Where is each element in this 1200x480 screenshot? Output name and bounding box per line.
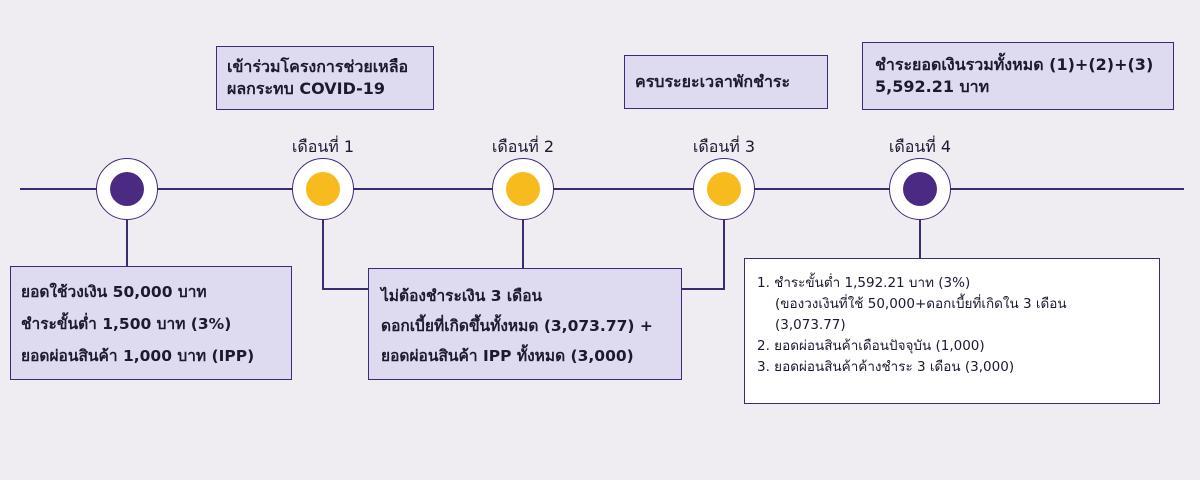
payment-breakdown-box: 1. ชำระขั้นต่ำ 1,592.21 บาท (3%) (ของวงเ… (744, 258, 1160, 404)
connector-node0-left-box (126, 220, 128, 266)
connector-node2-middle-box (522, 220, 524, 268)
join-program-box: เข้าร่วมโครงการช่วยเหลือ ผลกระทบ COVID-1… (216, 46, 434, 110)
yellow-dot-icon (506, 172, 540, 206)
grace-period-box: ไม่ต้องชำระเงิน 3 เดือน ดอกเบี้ยที่เกิดข… (368, 268, 682, 380)
join-program-line-1: เข้าร่วมโครงการช่วยเหลือ (227, 57, 409, 76)
breakdown-item-3: 3. ยอดผ่อนสินค้าค้างชำระ 3 เดือน (3,000) (757, 359, 1015, 375)
breakdown-item-2: 2. ยอดผ่อนสินค้าเดือนปัจจุบัน (1,000) (757, 338, 985, 354)
breakdown-item-1-detail: (ของวงเงินที่ใช้ 50,000+ดอกเบี้ยที่เกิดใ… (775, 296, 1067, 312)
grace-period-line-1: ไม่ต้องชำระเงิน 3 เดือน (381, 287, 543, 305)
initial-state-line-1: ยอดใช้วงเงิน 50,000 บาท (21, 283, 207, 301)
grace-complete-box: ครบระยะเวลาพักชำระ (624, 55, 828, 109)
purple-dot-icon (110, 172, 144, 206)
join-program-line-2: ผลกระทบ COVID-19 (227, 79, 386, 98)
yellow-dot-icon (707, 172, 741, 206)
month-label-4: เดือนที่ 4 (888, 137, 952, 156)
timeline-axis (20, 188, 1184, 190)
connector-node3-horizontal (682, 288, 725, 290)
purple-dot-icon (903, 172, 937, 206)
grace-complete-line-1: ครบระยะเวลาพักชำระ (635, 72, 791, 91)
yellow-dot-icon (306, 172, 340, 206)
month-label-3: เดือนที่ 3 (692, 137, 756, 156)
pay-total-line-2: 5,592.21 บาท (875, 77, 990, 96)
breakdown-item-1-interest: (3,073.77) (775, 317, 846, 333)
initial-state-line-2: ชำระขั้นต่ำ 1,500 บาท (3%) (21, 315, 232, 333)
month-label-1: เดือนที่ 1 (291, 137, 355, 156)
timeline-node-month-4 (889, 158, 951, 220)
pay-total-box: ชำระยอดเงินรวมทั้งหมด (1)+(2)+(3) 5,592.… (862, 42, 1174, 110)
connector-node1-horizontal (322, 288, 368, 290)
timeline-node-month-1 (292, 158, 354, 220)
month-label-2: เดือนที่ 2 (491, 137, 555, 156)
timeline-node-month-3 (693, 158, 755, 220)
pay-total-line-1: ชำระยอดเงินรวมทั้งหมด (1)+(2)+(3) (875, 55, 1154, 74)
timeline-node-month-2 (492, 158, 554, 220)
grace-period-line-3: ยอดผ่อนสินค้า IPP ทั้งหมด (3,000) (381, 347, 634, 365)
grace-period-line-2: ดอกเบี้ยที่เกิดขึ้นทั้งหมด (3,073.77) + (381, 317, 653, 335)
breakdown-item-1: 1. ชำระขั้นต่ำ 1,592.21 บาท (3%) (757, 275, 971, 291)
initial-state-line-3: ยอดผ่อนสินค้า 1,000 บาท (IPP) (21, 347, 255, 365)
connector-node1-down (322, 220, 324, 290)
connector-node4-right-box (919, 220, 921, 258)
timeline-node-start (96, 158, 158, 220)
connector-node3-down (723, 220, 725, 290)
initial-state-box: ยอดใช้วงเงิน 50,000 บาท ชำระขั้นต่ำ 1,50… (10, 266, 292, 380)
